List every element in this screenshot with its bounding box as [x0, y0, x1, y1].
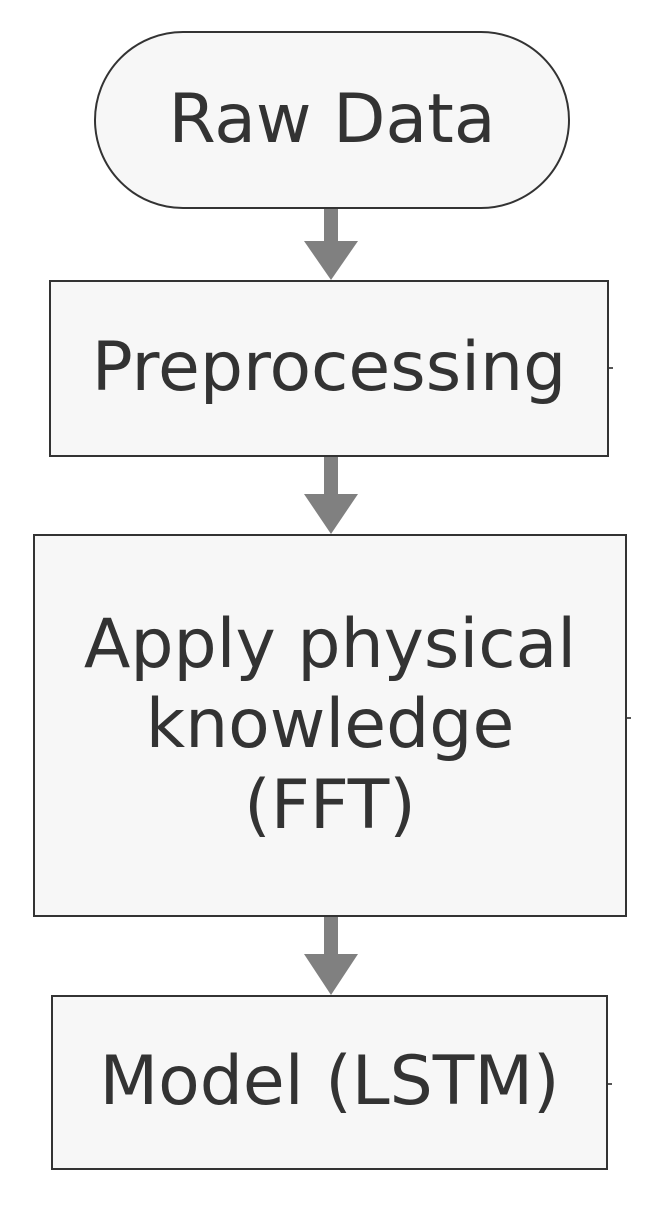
edge-tick: [627, 717, 631, 719]
node-preprocessing-label: Preprocessing: [91, 328, 567, 408]
node-raw-data-label: Raw Data: [168, 79, 496, 159]
node-model-lstm: Model (LSTM): [51, 995, 608, 1170]
node-fft-label-line-3: (FFT): [244, 765, 416, 845]
arrow-raw-to-preprocessing: [304, 209, 358, 280]
node-model-lstm-label: Model (LSTM): [99, 1042, 560, 1122]
node-fft-label-line-2: knowledge: [145, 685, 515, 765]
node-fft-label: Apply physical knowledge (FFT): [84, 605, 576, 846]
node-apply-physical-knowledge: Apply physical knowledge (FFT): [33, 534, 627, 917]
arrow-fft-to-model: [304, 917, 358, 995]
edge-tick: [608, 1083, 612, 1085]
arrow-preprocessing-to-fft: [304, 457, 358, 534]
node-preprocessing: Preprocessing: [49, 280, 609, 457]
node-fft-label-line-1: Apply physical: [83, 605, 577, 685]
edge-tick: [609, 367, 613, 369]
node-raw-data: Raw Data: [94, 31, 570, 209]
